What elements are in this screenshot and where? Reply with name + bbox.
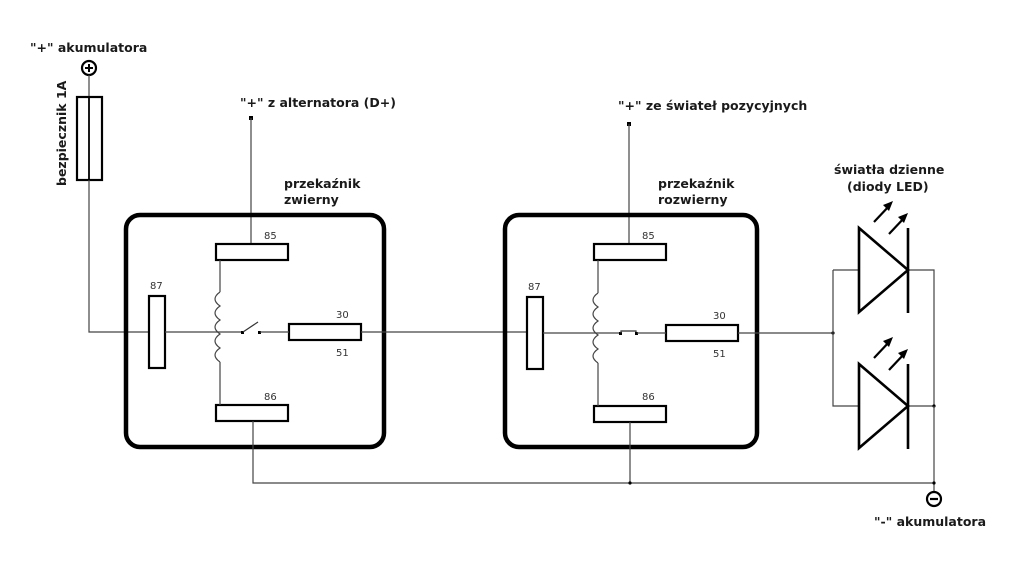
relay1-pin-86-label: 86: [264, 392, 277, 403]
led1-icon: [857, 201, 910, 315]
fuse-label: bezpiecznik 1A: [54, 80, 69, 186]
relay1-pin-30: [287, 322, 363, 342]
wire-relay1-86-ground: [252, 421, 934, 484]
relay1-label-line2: zwierny: [284, 192, 339, 207]
relay2-pin-85: [592, 242, 668, 262]
relay2-label-line2: rozwierny: [658, 192, 728, 207]
battery-minus-icon: [925, 490, 943, 508]
position-lights-label: "+" ze świateł pozycyjnych: [618, 98, 807, 113]
led2-icon: [857, 337, 910, 451]
relay1-pin-51-label: 51: [336, 348, 349, 359]
drl-label-line1: światła dzienne: [834, 162, 944, 177]
junction-dot: [932, 481, 936, 485]
relay2-pin-86: [592, 404, 668, 424]
wire-led-anode-bus: [832, 270, 859, 407]
relay2-pin-87: [525, 295, 545, 371]
wire-fuse-relay1-87: [88, 180, 156, 333]
relay1-switch-open-icon: [241, 321, 261, 334]
relay2-switch-closed-icon: [619, 330, 638, 335]
relay1-housing: [123, 212, 387, 450]
junction-dot: [628, 481, 632, 485]
drl-label-line2: (diody LED): [847, 179, 929, 194]
relay1-pin-87-label: 87: [150, 281, 163, 292]
relay2-pin-51-label: 51: [713, 349, 726, 360]
relay2-pin-30-label: 30: [713, 311, 726, 322]
alternator-label: "+" z alternatora (D+): [240, 95, 396, 110]
relay1-coil-icon: [214, 260, 222, 405]
relay1-label-line1: przekaźnik: [284, 176, 361, 191]
wire-led-cathode-bus: [908, 269, 935, 406]
relay2-label-line1: przekaźnik: [658, 176, 735, 191]
battery-minus-label: "-" akumulatora: [874, 514, 986, 529]
relay1-pin-86: [214, 403, 290, 423]
relay1-pin-30-label: 30: [336, 310, 349, 321]
relay2-coil-icon: [592, 260, 600, 406]
relay1-pin-87: [147, 294, 167, 370]
relay2-pin-30: [664, 323, 740, 343]
relay2-pin-85-label: 85: [642, 231, 655, 242]
battery-plus-icon: [80, 59, 98, 77]
relay2-pin-87-label: 87: [528, 282, 541, 293]
relay2-housing: [502, 212, 760, 450]
relay1-pin-85-label: 85: [264, 231, 277, 242]
battery-plus-label: "+" akumulatora: [30, 40, 147, 55]
relay1-pin-85: [214, 242, 290, 262]
relay2-pin-86-label: 86: [642, 392, 655, 403]
